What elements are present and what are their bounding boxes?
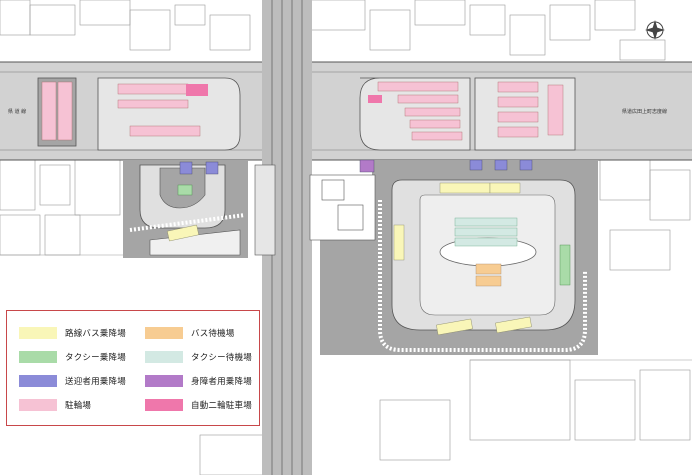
compass-icon	[645, 20, 665, 40]
legend-label: タクシー待機場	[191, 353, 252, 363]
legend-item: 自動二輪駐車場	[145, 398, 252, 412]
legend-item: 路線バス乗降場	[19, 326, 126, 340]
legend-label: 駐輪場	[65, 401, 92, 411]
legend-item: 駐輪場	[19, 398, 91, 412]
legend-label: 自動二輪駐車場	[191, 401, 252, 411]
bicycle-parking-areas	[41, 81, 564, 141]
legend-label: 送迎者用乗降場	[65, 377, 126, 387]
legend-label: 路線バス乗降場	[65, 329, 126, 339]
legend-swatch	[19, 327, 57, 339]
legend-swatch	[145, 399, 183, 411]
legend-swatch	[19, 351, 57, 363]
legend-label: 身障者用乗降場	[191, 377, 252, 387]
road-label-right: 県道広田上町志度線	[622, 109, 668, 115]
legend-item: バス待機場	[145, 326, 235, 340]
motorcycle-parking-areas	[186, 84, 382, 103]
legend-swatch	[145, 327, 183, 339]
road-label-left: 県 道 線	[8, 109, 27, 115]
legend-item: タクシー待機場	[145, 350, 252, 364]
legend-item: 身障者用乗降場	[145, 374, 252, 388]
legend-swatch	[145, 351, 183, 363]
legend-label: タクシー乗降場	[65, 353, 126, 363]
bus-waiting-area	[475, 263, 502, 287]
legend: 路線バス乗降場 バス待機場 タクシー乗降場 タクシー待機場 送迎者用乗降場 身障…	[6, 310, 260, 426]
legend-swatch	[19, 399, 57, 411]
legend-swatch	[19, 375, 57, 387]
legend-item: 送迎者用乗降場	[19, 374, 126, 388]
legend-item: タクシー乗降場	[19, 350, 126, 364]
legend-swatch	[145, 375, 183, 387]
taxi-zones	[177, 184, 571, 286]
bus-stops	[167, 182, 532, 336]
taxi-waiting-area	[454, 217, 518, 247]
dropoff-zones	[179, 159, 533, 175]
legend-label: バス待機場	[191, 329, 235, 339]
